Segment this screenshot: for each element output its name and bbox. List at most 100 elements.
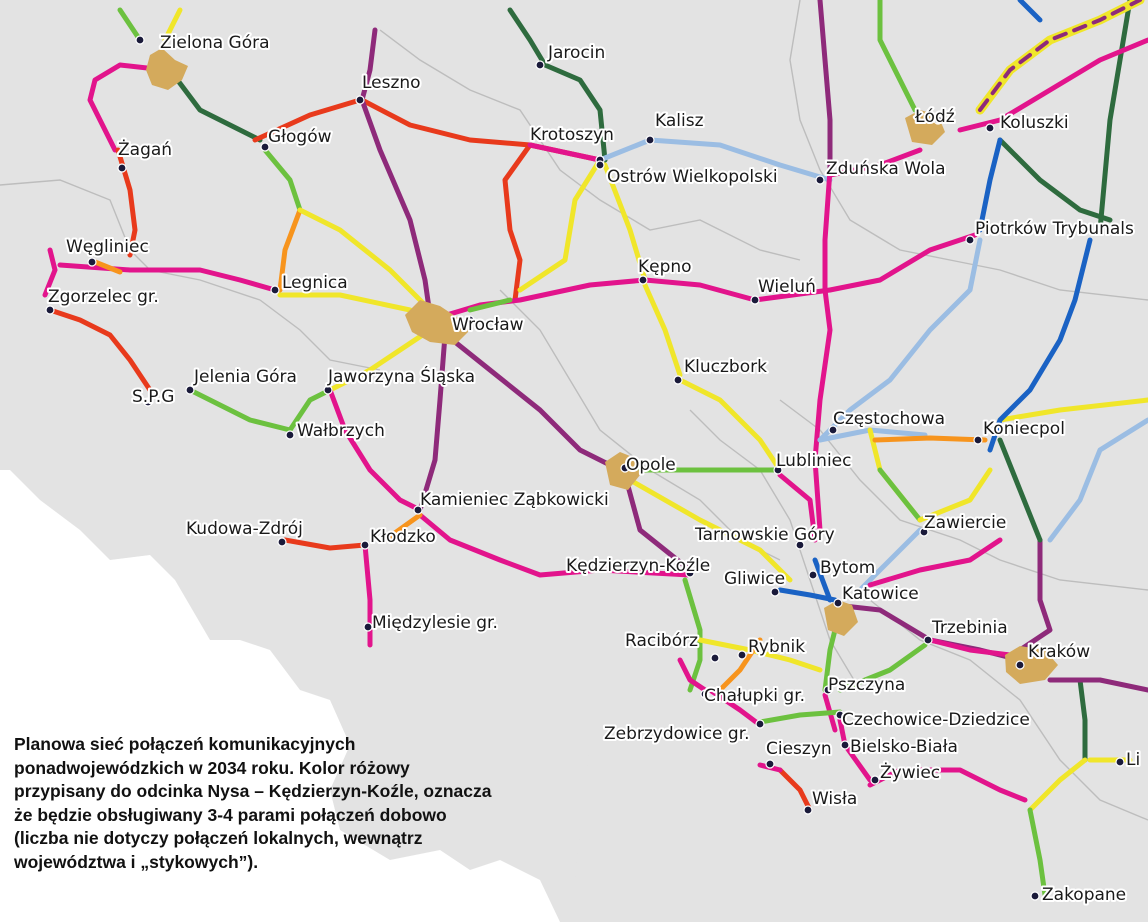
line-darkgreen — [997, 437, 1043, 543]
station-dot-icon — [933, 115, 943, 125]
line-purple — [1047, 677, 1148, 693]
station-dot-icon — [413, 505, 423, 515]
station-label: Żywiec — [880, 762, 940, 783]
land-south-strip — [575, 690, 1148, 922]
caption-line: przypisany do odcinka Nysa – Kędzierzyn-… — [14, 781, 492, 801]
station-label-halo: Międzylesie gr. — [372, 613, 498, 633]
line-green — [187, 387, 293, 433]
line-pink — [327, 387, 423, 513]
station-dot-icon — [973, 435, 983, 445]
station-label-halo: Kłodzko — [370, 527, 436, 547]
station-label: Zielona Góra — [160, 33, 270, 53]
station-label: Zakopane — [1042, 885, 1126, 905]
line-pink — [677, 657, 708, 693]
line-pink — [777, 472, 818, 543]
station-label: Legnica — [282, 273, 348, 293]
line-pink — [87, 62, 168, 153]
line-lightblue — [857, 527, 923, 593]
station: Chałupki gr.Chałupki gr. — [700, 684, 807, 708]
station-label: Gliwice — [724, 569, 785, 589]
line-yellow — [327, 327, 433, 393]
region-border — [379, 29, 801, 261]
line-pink — [827, 147, 923, 178]
city-area-icon — [1005, 646, 1058, 684]
station-label: S.P.G — [132, 387, 174, 407]
station-label-halo: Kudowa-Zdrój — [186, 519, 303, 539]
station-label-halo: Ostrów Wielkopolski — [607, 167, 778, 187]
line-pink — [827, 232, 978, 293]
station-dot-icon — [833, 598, 843, 608]
station-label: Zebrzydowice gr. — [604, 724, 750, 744]
station-label: Kalisz — [655, 111, 704, 131]
station-dot-icon — [710, 653, 720, 663]
station-dot-icon — [840, 740, 850, 750]
line-orange — [717, 637, 763, 693]
station-label: Pszczyna — [828, 675, 905, 695]
station-label: Jarocin — [547, 43, 605, 63]
station-label: Zawiercie — [924, 513, 1006, 533]
line-purple-dashed — [978, 0, 1142, 112]
station-dot-icon — [135, 35, 145, 45]
station-label-halo: Zawiercie — [924, 513, 1006, 533]
line-yellow — [627, 477, 793, 583]
station-label-halo: S.P.G — [132, 387, 174, 407]
line-blue — [777, 587, 838, 603]
station-label: Kępno — [638, 257, 692, 277]
region-border — [789, 0, 1148, 301]
station-dot-icon — [535, 60, 545, 70]
station-label-halo: Krotoszyn — [530, 125, 614, 145]
station-label-halo: Czechowice-Dziedzice — [842, 710, 1030, 730]
station-dot-icon — [323, 385, 333, 395]
station-label-halo: Koluszki — [1000, 113, 1069, 133]
station-dot-icon — [355, 95, 365, 105]
caption-line: że będzie obsługiwany 3-4 parami połącze… — [14, 804, 447, 825]
station-label: Chałupki gr. — [704, 686, 805, 706]
station-label: Trzebinia — [931, 618, 1008, 638]
station-label-halo: Wrocław — [452, 315, 524, 335]
line-pink — [957, 37, 1148, 133]
caption-line: ponadwojewódzkich w 2034 roku. Kolor róż… — [14, 757, 410, 778]
station-label-halo: Lubliniec — [776, 451, 852, 471]
station-label: Jelenia Góra — [193, 367, 297, 387]
line-pink — [417, 512, 693, 578]
line-green — [877, 467, 923, 523]
station-label-halo: Kędzierzyn-Koźle — [566, 556, 710, 576]
station-label-halo: Kluczbork — [684, 357, 767, 377]
station-dot-icon — [773, 465, 783, 475]
station-label: Jaworzyna Śląska — [327, 365, 475, 387]
station-label-halo: Łódź — [914, 107, 955, 127]
station-dot-icon — [755, 719, 765, 729]
station-dot-icon — [620, 463, 630, 473]
line-purple — [359, 27, 433, 318]
station: Zebrzydowice gr.Zebrzydowice gr. — [602, 719, 765, 746]
station-label-halo: Wałbrzych — [297, 421, 385, 441]
station-dot-icon — [795, 540, 805, 550]
line-darkgreen — [507, 7, 608, 163]
station-label: Łódź — [914, 107, 955, 127]
station-label: Wrocław — [452, 315, 524, 335]
station-label-halo: Kraków — [1028, 642, 1090, 662]
station-label: Czechowice-Dziedzice — [842, 710, 1030, 730]
